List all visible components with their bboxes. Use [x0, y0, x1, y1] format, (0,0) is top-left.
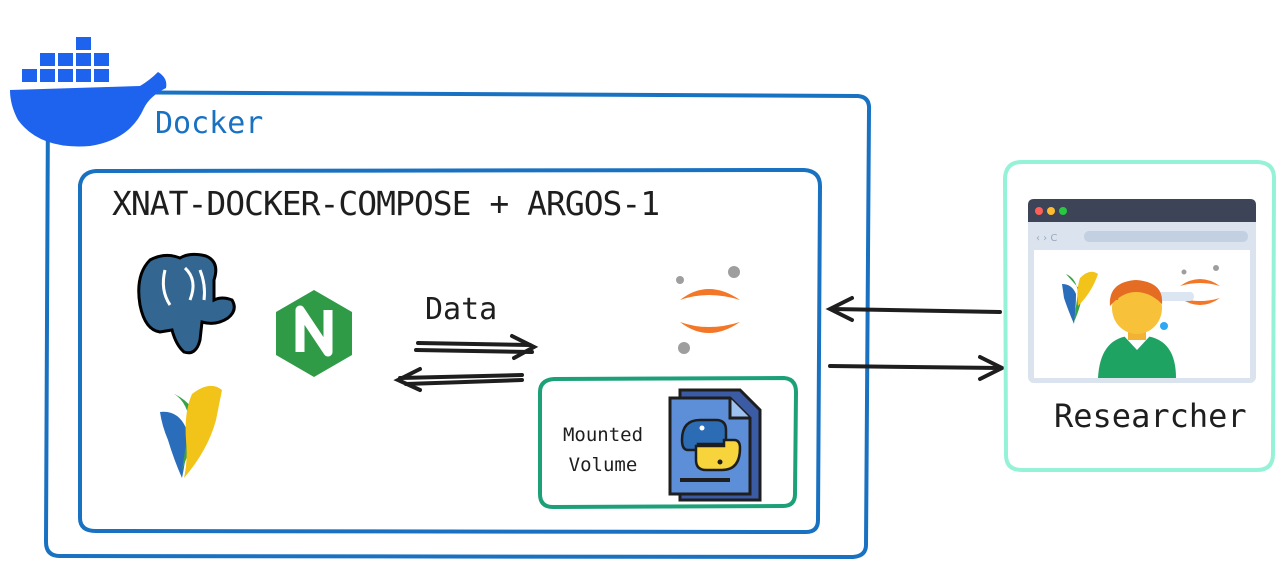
nginx-icon — [276, 290, 352, 377]
xnat-logo-icon — [160, 385, 222, 478]
docker-whale-icon — [10, 37, 167, 147]
postgresql-elephant-icon — [137, 252, 236, 355]
xnat-mini-logo-icon — [1062, 271, 1098, 324]
researcher-label: Researcher — [1054, 397, 1247, 435]
mounted-volume-border — [538, 375, 799, 510]
python-file-icon — [668, 388, 762, 502]
data-flow-label: Data — [425, 292, 498, 327]
researcher-avatar-icon — [1098, 280, 1176, 378]
stack-container-border — [78, 168, 822, 534]
mounted-volume-label: Mounted Volume — [562, 424, 644, 476]
jupyter-icon — [676, 266, 740, 354]
docker-label: Docker — [155, 106, 264, 141]
researcher-box-border — [1002, 160, 1277, 472]
svg-text:‹ › C: ‹ › C — [1036, 233, 1057, 244]
stack-title: XNAT-DOCKER-COMPOSE + ARGOS-1 — [112, 184, 660, 223]
data-arrows — [393, 334, 539, 392]
researcher-arrows — [825, 296, 1007, 381]
